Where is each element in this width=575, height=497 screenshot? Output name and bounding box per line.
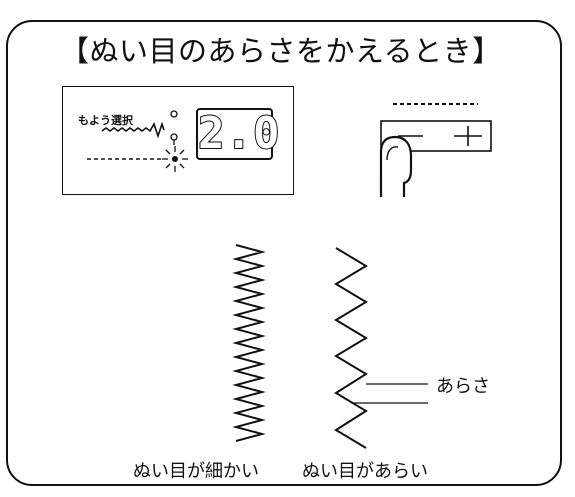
stitch-length-value: 2.0 bbox=[197, 108, 281, 159]
pattern-led-icon bbox=[170, 110, 178, 118]
coarse-stitch-label: ぬい目があらい bbox=[302, 461, 428, 482]
diagram-title: 【ぬい目のあらさをかえるとき】 bbox=[60, 34, 502, 68]
stitch-length-display: 2.0 bbox=[196, 108, 281, 160]
plus-icon bbox=[454, 126, 482, 146]
fine-stitch-label: ぬい目が細かい bbox=[133, 461, 259, 482]
pattern-select-label: もよう選択 bbox=[78, 114, 133, 127]
zigzag-pattern-icon bbox=[101, 121, 165, 139]
diagram-frame bbox=[6, 20, 562, 486]
roughness-label: あらさ bbox=[436, 376, 490, 397]
lit-led-icon bbox=[162, 146, 188, 172]
control-panel: もよう選択 2.0 bbox=[62, 86, 294, 195]
